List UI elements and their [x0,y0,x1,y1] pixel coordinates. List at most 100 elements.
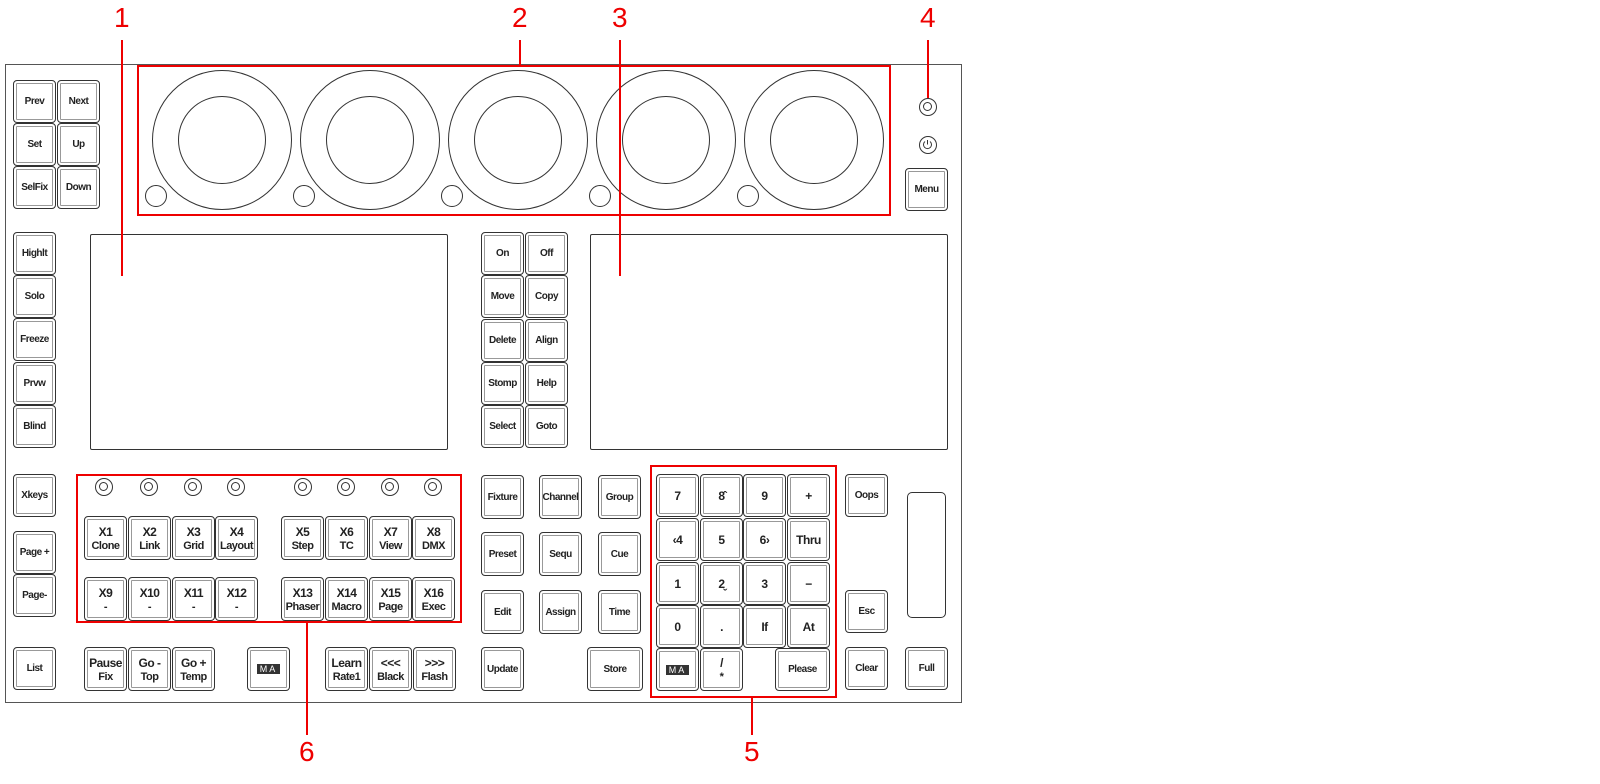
encoder-wheel[interactable] [178,96,266,184]
key-sequ-button[interactable]: Sequ [539,532,582,576]
numpad-2-button[interactable]: 2̬ [700,562,743,605]
numpad-at-button[interactable]: At [787,605,830,648]
encoder-wheel[interactable] [622,96,710,184]
numpad-0-button[interactable]: 0 [656,605,699,648]
key-highlt-button[interactable]: Highlt [13,232,56,275]
key-off-button[interactable]: Off [525,232,568,275]
key-list-button[interactable]: List [13,647,56,690]
key-group-button[interactable]: Group [598,475,641,519]
encoder-button[interactable] [441,185,463,207]
numpad-key-button[interactable]: /* [700,648,743,691]
key-prev-button[interactable]: Prev [13,80,56,123]
xkey-knob[interactable] [140,478,158,496]
key-time-button[interactable]: Time [598,590,641,634]
key-menu-button[interactable]: Menu [905,168,948,211]
key-full-button[interactable]: Full [905,647,948,690]
xkey-knob[interactable] [227,478,245,496]
key-help-button[interactable]: Help [525,361,568,405]
key-ma-button[interactable]: MA [656,648,699,691]
encoder-wheel[interactable] [770,96,858,184]
key-fixture-button[interactable]: Fixture [481,475,524,519]
numpad-key-button[interactable]: . [700,605,743,648]
key-up-button[interactable]: Up [57,123,100,166]
numpad-1-button[interactable]: 1 [656,562,699,605]
numpad-7-button[interactable]: 7 [656,474,699,517]
key-next-button[interactable]: Next [57,80,100,123]
xkey-knob[interactable] [337,478,355,496]
xkey-knob[interactable] [95,478,113,496]
encoder-button[interactable] [589,185,611,207]
key-select-button[interactable]: Select [481,405,524,449]
numpad-key-button[interactable]: + [787,474,830,517]
key-freeze-button[interactable]: Freeze [13,318,56,361]
numpad-6-button[interactable]: 6› [743,518,786,561]
encoder-button[interactable] [737,185,759,207]
key-selfix-button[interactable]: SelFix [13,166,56,209]
left-touchscreen[interactable] [90,234,448,450]
key-store-button[interactable]: Store [587,647,643,691]
key-xkeys-button[interactable]: Xkeys [13,474,56,517]
numpad-key-button[interactable]: − [787,562,830,605]
xkey-knob[interactable] [184,478,202,496]
numpad-3-button[interactable]: 3 [743,562,786,605]
key-goto-button[interactable]: Goto [525,405,568,449]
numpad-5-button[interactable]: 5 [700,518,743,561]
key-channel-button[interactable]: Channel [539,475,582,519]
playback-key-button[interactable]: >>>Flash [413,647,456,691]
xkey-x12-button[interactable]: X12- [215,577,258,621]
grand-master-fader[interactable] [907,492,946,618]
key-assign-button[interactable]: Assign [539,590,582,634]
xkey-x10-button[interactable]: X10- [128,577,171,621]
numpad-if-button[interactable]: If [743,605,786,648]
key-align-button[interactable]: Align [525,318,568,362]
key-set-button[interactable]: Set [13,123,56,166]
playback-go-button[interactable]: Go +Temp [172,647,215,691]
right-touchscreen[interactable] [590,234,948,450]
numpad-thru-button[interactable]: Thru [787,518,830,561]
power-button-icon[interactable] [919,136,937,154]
key-down-button[interactable]: Down [57,166,100,209]
key-ma-button[interactable]: MA [247,647,290,691]
playback-key-button[interactable]: <<<Black [369,647,412,691]
key-on-button[interactable]: On [481,232,524,275]
key-blind-button[interactable]: Blind [13,405,56,448]
key-page-button[interactable]: Page- [13,574,56,617]
key-page-button[interactable]: Page + [13,531,56,574]
encoder-button[interactable] [145,185,167,207]
encoder-wheel[interactable] [474,96,562,184]
key-esc-button[interactable]: Esc [845,590,888,633]
key-cue-button[interactable]: Cue [598,532,641,576]
key-delete-button[interactable]: Delete [481,318,524,362]
key-preset-button[interactable]: Preset [481,532,524,576]
playback-go-button[interactable]: Go -Top [128,647,171,691]
xkey-x11-button[interactable]: X11- [172,577,215,621]
xkey-x9-button[interactable]: X9- [84,577,127,621]
numpad-please-button[interactable]: Please [775,648,830,691]
key-prvw-button[interactable]: Prvw [13,362,56,405]
key-clear-button[interactable]: Clear [845,647,888,690]
key-solo-button[interactable]: Solo [13,275,56,318]
key-update-button[interactable]: Update [481,647,524,691]
numpad-9-button[interactable]: 9 [743,474,786,517]
key-stomp-button[interactable]: Stomp [481,361,524,405]
key-move-button[interactable]: Move [481,275,524,319]
encoder-button[interactable] [293,185,315,207]
encoder-wheel[interactable] [326,96,414,184]
xkey-knob[interactable] [294,478,312,496]
key-copy-button[interactable]: Copy [525,275,568,319]
xkey-knob[interactable] [424,478,442,496]
key-oops-button[interactable]: Oops [845,474,888,517]
